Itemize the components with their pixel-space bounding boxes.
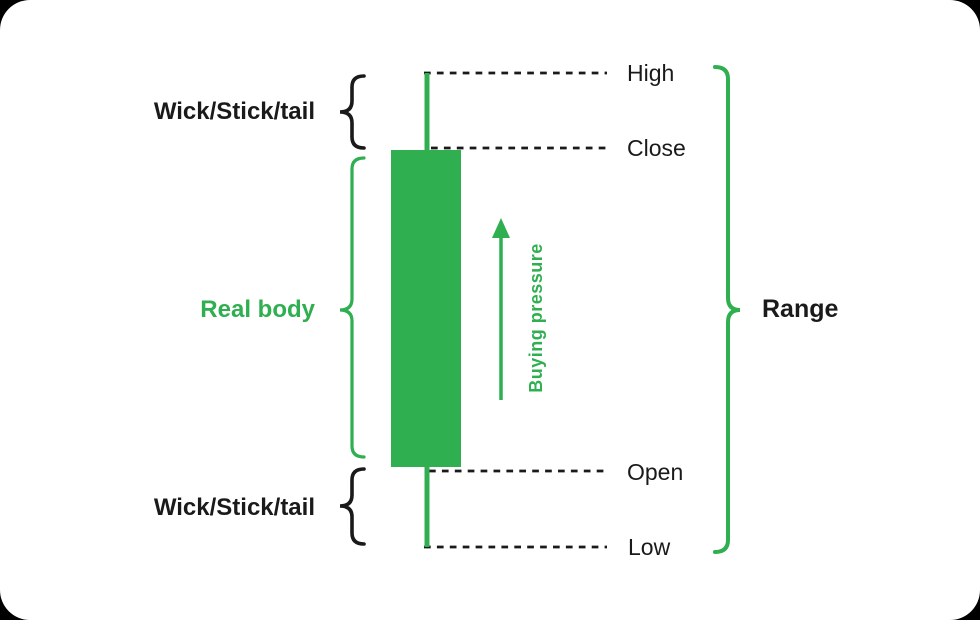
range-label: Range [762, 295, 839, 323]
candle-body [391, 150, 461, 467]
real-body-brace [339, 156, 366, 459]
open-label: Open [627, 459, 684, 485]
high-label: High [627, 60, 675, 86]
lower-wick-brace [339, 467, 366, 546]
low-label: Low [628, 534, 671, 560]
upper-wick [424, 73, 430, 151]
close-label: Close [627, 135, 686, 161]
buying-pressure-arrowhead [492, 218, 510, 238]
range-brace [713, 65, 741, 554]
upper-wick-brace [339, 74, 366, 150]
lower-wick-label: Wick/Stick/tail [153, 494, 315, 521]
buying-pressure-label: Buying pressure [526, 243, 546, 393]
real-body-label: Real body [200, 296, 315, 323]
upper-wick-label: Wick/Stick/tail [153, 98, 315, 125]
lower-wick [424, 467, 430, 547]
